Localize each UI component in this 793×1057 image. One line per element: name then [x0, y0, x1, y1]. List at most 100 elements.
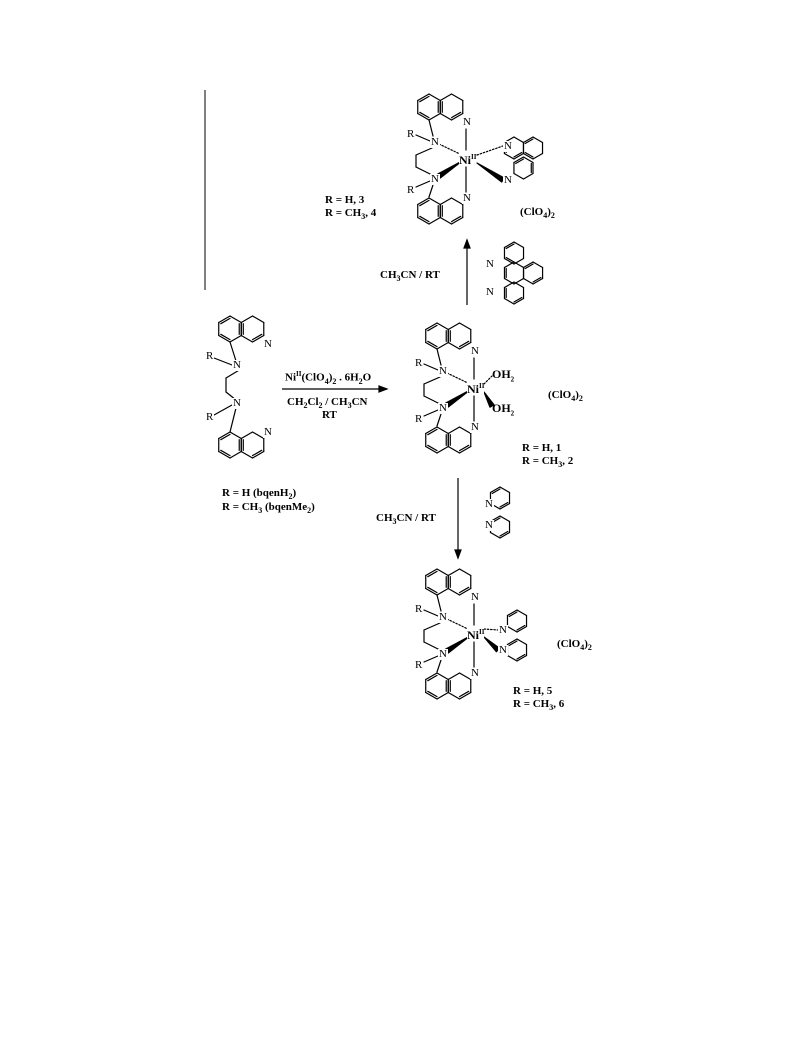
aqua-complex-quinoline-top-pyridine: [447, 341, 461, 350]
counterion-aqua: (ClO4)2: [548, 389, 583, 404]
ligand-quinoline-top-pyridine: [251, 334, 265, 343]
phen-ring-right: [532, 136, 544, 144]
aqua-complex-quinoline-bottom-benzo: [427, 428, 438, 436]
phen-complex-amine-n-bottom: N: [430, 173, 440, 185]
phen-complex-ethylene: [415, 166, 433, 176]
phen-complex-quinoline-bottom-pyridine: [450, 215, 462, 223]
ligand-quinoline-top-pyridine: [240, 334, 254, 343]
bpy-complex-quinoline-bottom-benzo: [425, 672, 438, 681]
phen-complex-r-top: R: [406, 128, 416, 140]
phen-complex-quinoline-bottom-pyridine: [439, 216, 453, 225]
bpy-ring-top: [506, 609, 518, 617]
ligand-quinoline-bottom-pyridine: [251, 431, 265, 440]
bpy-complex-quinoline-top-benzo: [436, 587, 449, 596]
compound-label-2: R = CH3, 2: [522, 455, 574, 470]
phen-complex-ethylene: [415, 147, 433, 156]
bpy-complex-quinoline-top-pyridine: [447, 568, 461, 577]
phen-complex-quinoline-top-benzo: [417, 112, 430, 121]
arrow-to-phen-complex-head: [463, 238, 471, 249]
aqua-complex-quinoline-bottom-benzo: [425, 426, 438, 435]
phen-complex-quinoline-top-pyridine: [439, 93, 453, 102]
ligand-amine-n-bottom: N: [232, 397, 242, 409]
aqua-complex-quinoline-bottom-pyridine: [458, 444, 470, 452]
aqua-complex-ethylene: [423, 395, 441, 405]
ligand-quinoline-bottom-pyridine: [240, 450, 254, 459]
aqua-complex-quinoline-n-top: N: [470, 345, 480, 357]
bpy-complex-ethylene: [423, 641, 441, 651]
bpy-complex-quinoline-bottom-benzo: [425, 691, 438, 700]
aqua-complex-quinoline-top-benzo: [436, 341, 449, 350]
phen-ring-bottom: [513, 156, 525, 164]
aqua-complex-ethylene: [423, 376, 441, 385]
ligand-r-bottom: R: [205, 411, 215, 423]
bpy-complex-quinoline-top-pyridine: [447, 587, 461, 596]
bpy-complex-c-n: [436, 659, 442, 673]
reagent-bpy-ring-bottom: [499, 531, 511, 539]
bpy-complex-quinoline-top-benzo: [425, 568, 438, 577]
aqua-complex-r-bond: [423, 409, 439, 417]
bpy-ring-bottom: [516, 654, 528, 662]
compound-label-1: R = H, 1: [522, 442, 562, 454]
ligand-quinoline-bottom-pyridine: [251, 450, 265, 459]
bpy-complex-quinoline-n-top: N: [470, 591, 480, 603]
reagent-bpy-ring-bottom: [499, 530, 509, 537]
phen-complex-quinoline-bottom-benzo: [417, 197, 430, 206]
ligand-quinoline-bottom-benzo: [220, 433, 231, 441]
bpy-complex-quinoline-bottom-pyridine: [447, 672, 461, 681]
phen-complex-r-bottom: R: [406, 184, 416, 196]
reagent-phen-ring-right: [522, 277, 534, 285]
reagent-phen-ring-mid: [503, 261, 515, 269]
reagent-bpy-ring-top: [491, 488, 501, 495]
phen-conditions: CH3CN / RT: [380, 269, 440, 284]
bpy-complex-quinoline-top-benzo: [436, 568, 449, 577]
aqua-complex-quinoline-top-benzo: [427, 340, 438, 348]
phen-n-bottom: N: [503, 174, 513, 186]
phen-complex-quinoline-top-benzo: [428, 93, 441, 102]
aqua-complex-quinoline-bottom-pyridine: [447, 445, 461, 454]
phen-ni-n-dash: [476, 145, 504, 156]
aqua-complex-quinoline-top-benzo: [436, 322, 449, 331]
solvent-mix: CH2Cl2 / CH3CN: [287, 396, 368, 411]
bpy-ring-bottom: [516, 653, 526, 660]
arrow-to-bpy-complex-head: [454, 549, 462, 560]
bpy-complex-ethylene: [423, 622, 441, 631]
aqua-complex-quinoline-top-benzo: [425, 322, 438, 331]
phen-ring-right: [524, 151, 534, 158]
phen-complex-quinoline-top-pyridine: [450, 111, 462, 119]
compound-label-4: R = CH3, 4: [325, 207, 377, 222]
ligand-quinoline-bottom-benzo: [229, 431, 242, 440]
reagent-phen-ring-bottom: [513, 281, 525, 289]
bpy-complex-quinoline-bottom-benzo: [436, 691, 449, 700]
ligand-quinoline-top-benzo: [229, 315, 242, 324]
reagent-bpy-ring-top: [489, 486, 501, 494]
aqua-complex-r-bottom: R: [414, 413, 424, 425]
phen-ring-right: [522, 136, 534, 144]
ligand-quinoline-bottom-benzo: [229, 450, 242, 459]
reagent-bpy-ring-bottom: [499, 515, 511, 523]
ligand-c-n: [229, 341, 237, 362]
bpy-conditions: CH3CN / RT: [376, 512, 436, 527]
bpy-ring-top: [508, 611, 518, 618]
reagent-phen-ring-bottom: [503, 281, 515, 289]
phen-ring-bottom: [522, 156, 534, 164]
aqua-complex-ni-n-dash: [446, 372, 471, 385]
reagent-phen-ring-top: [503, 241, 515, 249]
phen-complex-quinoline-top-pyridine: [439, 112, 453, 121]
aqua-complex-quinoline-top-pyridine: [458, 340, 470, 348]
aqua-complex-amine-n-bottom: N: [438, 402, 448, 414]
ligand-c-n: [229, 407, 237, 433]
bpy-complex-quinoline-top-pyridine: [458, 586, 470, 594]
ligand-r-top: R: [205, 350, 215, 362]
compound-label-5: R = H, 5: [513, 685, 553, 697]
phen-ring-right: [522, 152, 534, 160]
aqua-ni-o-dash: [483, 375, 493, 385]
phen-complex-c-n: [428, 184, 434, 198]
bpy-ring-top: [506, 625, 518, 633]
aqua-complex-quinoline-bottom-benzo: [436, 426, 449, 435]
bpy-ring-bottom: [506, 638, 518, 646]
aqua-complex-quinoline-bottom-benzo: [436, 445, 449, 454]
bpy-ring-bottom: [508, 640, 518, 647]
reagent-bpy-ring-top: [499, 501, 509, 508]
phen-ring-right: [532, 152, 544, 160]
reagent-phen-ring-top: [505, 256, 515, 263]
